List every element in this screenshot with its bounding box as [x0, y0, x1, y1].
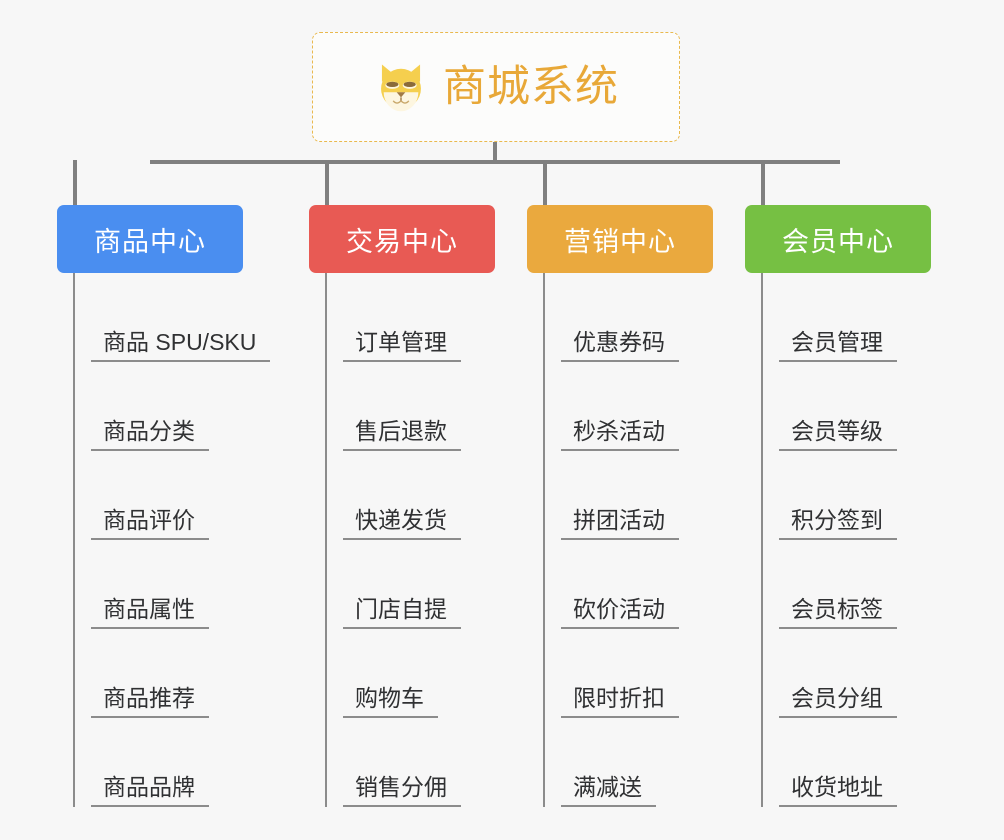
leaf-item-label: 砍价活动 — [561, 596, 679, 629]
category-label: 交易中心 — [346, 226, 458, 257]
leaf-item-label: 积分签到 — [779, 507, 897, 540]
leaf-item[interactable]: 砍价活动 — [543, 540, 679, 629]
connector-trunk-marketing-center — [543, 273, 545, 807]
leaf-item-label: 限时折扣 — [561, 685, 679, 718]
leaf-item-label: 商品评价 — [91, 507, 209, 540]
connector-drop-product-center — [73, 160, 77, 206]
leaf-item[interactable]: 销售分佣 — [325, 718, 461, 807]
leaf-item[interactable]: 积分签到 — [761, 451, 897, 540]
category-label: 营销中心 — [564, 226, 676, 257]
shiba-dog-face-icon — [381, 64, 421, 112]
root-title: 商城系统 — [443, 62, 619, 111]
leaf-item-label: 会员等级 — [779, 418, 897, 451]
connector-drop-trade-center — [325, 160, 329, 206]
leaf-item-label: 销售分佣 — [343, 774, 461, 807]
leaf-item[interactable]: 会员等级 — [761, 362, 897, 451]
leaf-item-label: 商品分类 — [91, 418, 209, 451]
leaf-item-label: 秒杀活动 — [561, 418, 679, 451]
leaf-item[interactable]: 拼团活动 — [543, 451, 679, 540]
leaf-item-label: 会员分组 — [779, 685, 897, 718]
leaf-item[interactable]: 优惠券码 — [543, 273, 679, 362]
leaf-item-label: 优惠券码 — [561, 329, 679, 362]
leaf-item[interactable]: 门店自提 — [325, 540, 461, 629]
leaf-item[interactable]: 快递发货 — [325, 451, 461, 540]
category-node-product-center[interactable]: 商品中心 — [57, 205, 243, 273]
category-node-trade-center[interactable]: 交易中心 — [309, 205, 495, 273]
category-label: 会员中心 — [782, 226, 894, 257]
leaf-column-trade-center: 订单管理售后退款快递发货门店自提购物车销售分佣 — [325, 273, 461, 807]
connector-root-stem — [493, 142, 497, 164]
category-label: 商品中心 — [94, 226, 206, 257]
leaf-item[interactable]: 收货地址 — [761, 718, 897, 807]
leaf-item[interactable]: 限时折扣 — [543, 629, 679, 718]
leaf-item-label: 会员标签 — [779, 596, 897, 629]
connector-trunk-trade-center — [325, 273, 327, 807]
leaf-column-member-center: 会员管理会员等级积分签到会员标签会员分组收货地址 — [761, 273, 897, 807]
leaf-item-label: 满减送 — [561, 774, 656, 807]
leaf-item[interactable]: 商品 SPU/SKU — [73, 273, 271, 362]
leaf-column-product-center: 商品 SPU/SKU 商品分类商品评价商品属性商品推荐商品品牌 — [73, 273, 271, 807]
leaf-item[interactable]: 售后退款 — [325, 362, 461, 451]
leaf-item-label: 门店自提 — [343, 596, 461, 629]
connector-horizontal-bar — [150, 160, 840, 164]
category-node-marketing-center[interactable]: 营销中心 — [527, 205, 713, 273]
leaf-item[interactable]: 商品推荐 — [73, 629, 270, 718]
leaf-item[interactable]: 秒杀活动 — [543, 362, 679, 451]
leaf-item[interactable]: 商品品牌 — [73, 718, 270, 807]
leaf-item-label: 商品属性 — [91, 596, 209, 629]
leaf-item[interactable]: 购物车 — [325, 629, 461, 718]
leaf-item-label: 订单管理 — [343, 329, 461, 362]
leaf-item[interactable]: 商品分类 — [73, 362, 270, 451]
leaf-item-label: 快递发货 — [343, 507, 461, 540]
leaf-item-label: 商品品牌 — [91, 774, 209, 807]
leaf-item[interactable]: 会员管理 — [761, 273, 897, 362]
connector-trunk-member-center — [761, 273, 763, 807]
leaf-item[interactable]: 商品评价 — [73, 451, 270, 540]
category-node-member-center[interactable]: 会员中心 — [745, 205, 931, 273]
leaf-item-label: 会员管理 — [779, 329, 897, 362]
leaf-column-marketing-center: 优惠券码秒杀活动拼团活动砍价活动限时折扣满减送 — [543, 273, 679, 807]
leaf-item-label: 商品推荐 — [91, 685, 209, 718]
connector-drop-marketing-center — [543, 160, 547, 206]
leaf-item[interactable]: 满减送 — [543, 718, 679, 807]
leaf-item[interactable]: 会员标签 — [761, 540, 897, 629]
leaf-item[interactable]: 订单管理 — [325, 273, 461, 362]
root-node[interactable]: 商城系统 — [312, 32, 680, 142]
leaf-item-label: 购物车 — [343, 685, 438, 718]
leaf-item-label: 拼团活动 — [561, 507, 679, 540]
leaf-item-label: 商品 SPU/SKU — [91, 329, 271, 362]
connector-trunk-product-center — [73, 273, 75, 807]
leaf-item-label: 收货地址 — [779, 774, 897, 807]
leaf-item[interactable]: 商品属性 — [73, 540, 270, 629]
connector-drop-member-center — [761, 160, 765, 206]
leaf-item-label: 售后退款 — [343, 418, 461, 451]
leaf-item[interactable]: 会员分组 — [761, 629, 897, 718]
